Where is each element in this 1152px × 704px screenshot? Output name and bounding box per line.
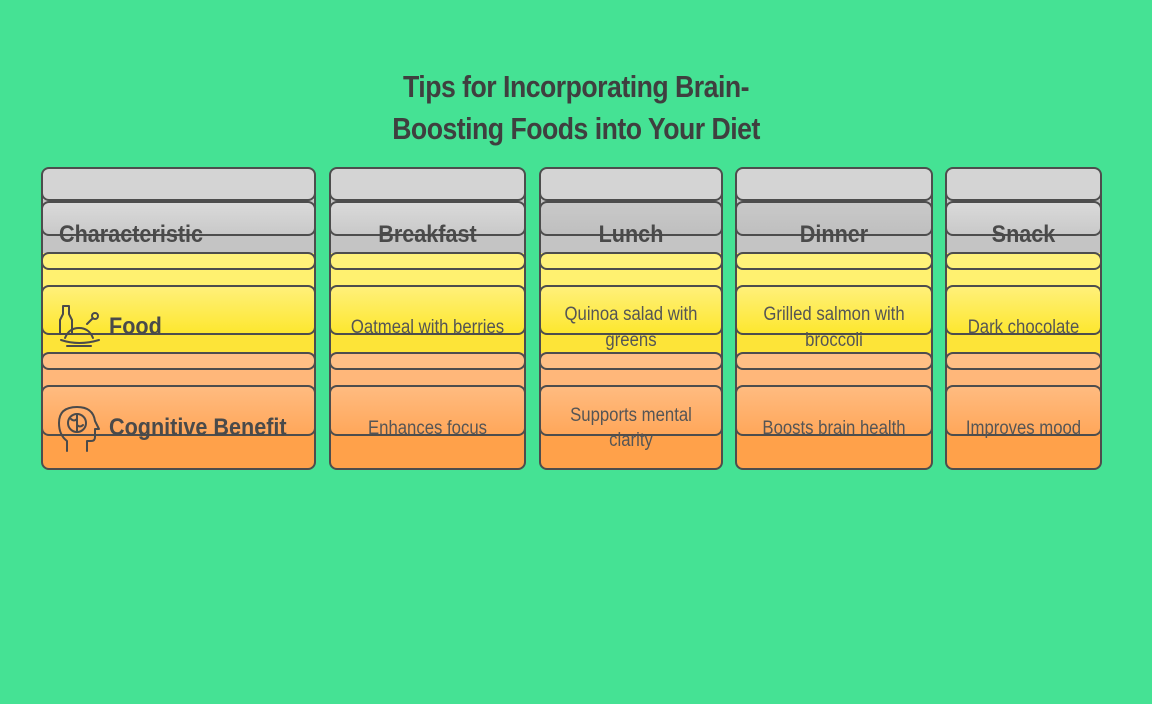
cell-snack-benefit: Improves mood: [965, 418, 1082, 439]
cell-dinner-food-line-1: Grilled salmon with: [763, 304, 905, 325]
column-characteristic: Characteristic Food Cognitive Benefit: [41, 167, 316, 470]
cell-dinner-benefit: Boosts brain health: [762, 418, 906, 439]
cell-lunch-benefit-line-2: clarity: [609, 430, 653, 451]
cell-breakfast-benefit: Enhances focus: [368, 418, 487, 439]
header-characteristic: Characteristic: [59, 221, 204, 248]
cell-snack-food: Dark chocolate: [967, 317, 1080, 338]
header-dinner: Dinner: [799, 221, 869, 248]
cell-lunch-food-line-1: Quinoa salad with: [564, 304, 698, 325]
column-lunch: Lunch Quinoa salad with greens Supports …: [539, 167, 723, 470]
header-lunch: Lunch: [598, 221, 664, 248]
header-snack: Snack: [991, 221, 1056, 248]
column-dinner: Dinner Grilled salmon with broccoli Boos…: [735, 167, 933, 470]
column-snack: Snack Dark chocolate Improves mood: [945, 167, 1102, 470]
cell-dinner-food-line-2: broccoli: [805, 330, 863, 351]
brain-head-icon: [58, 406, 100, 452]
title-line-2: Boosting Foods into Your Diet: [392, 111, 760, 146]
row-label-food-text: Food: [109, 313, 162, 340]
row-label-food: Food: [57, 302, 168, 352]
cell-lunch-benefit-line-1: Supports mental: [570, 405, 692, 426]
title-line-1: Tips for Incorporating Brain-: [403, 69, 749, 104]
cell-lunch-food-line-2: greens: [605, 330, 657, 351]
header-breakfast: Breakfast: [378, 221, 477, 248]
column-breakfast: Breakfast Oatmeal with berries Enhances …: [329, 167, 526, 470]
chicken-bottle-icon: [59, 305, 100, 347]
cell-breakfast-food: Oatmeal with berries: [350, 317, 505, 338]
row-label-cognitive-benefit: Cognitive Benefit: [57, 403, 306, 453]
row-label-cognitive-benefit-text: Cognitive Benefit: [109, 414, 287, 441]
page-title: Tips for Incorporating Brain- Boosting F…: [361, 66, 791, 150]
